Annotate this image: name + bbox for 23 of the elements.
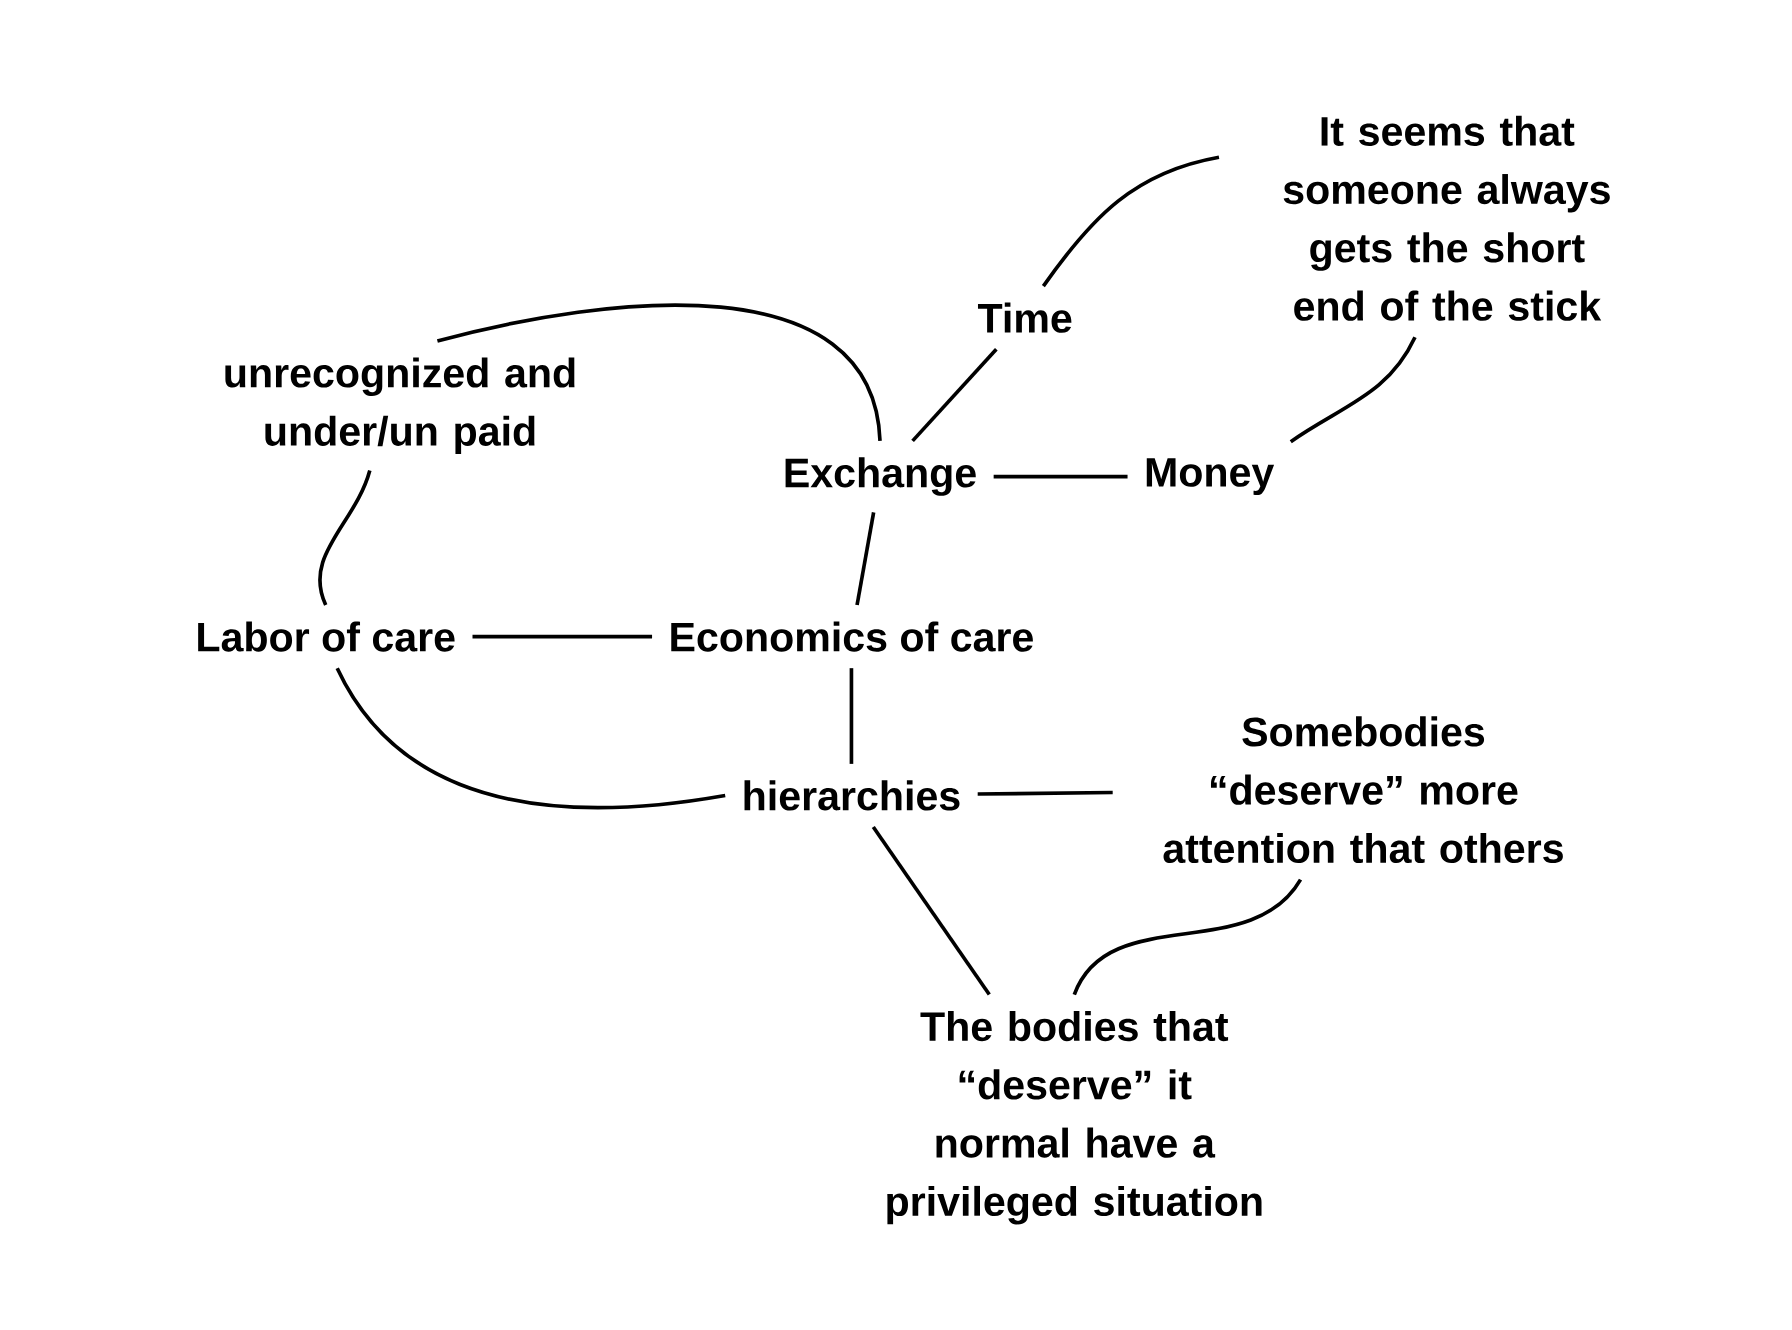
connector-curve [1072,878,1302,996]
connector-line [871,825,991,996]
connector-line [911,347,998,442]
concept-label: Exchange [785,457,976,496]
concept-label: Money [1146,458,1275,495]
concept-label: hierarchies [744,780,960,811]
concept-label: Labor of care [198,621,455,652]
connector-line [993,474,1128,479]
concept-label: Somebodies “deserve” more attention that others [1163,716,1563,863]
connector-curve [1041,155,1220,288]
concept-label: The bodies that “deserve” it normal have a privileged situation [887,1010,1262,1225]
concept-label: Economics of care [671,621,1033,652]
concept-label: It seems that someone always gets the short end of the stick [1283,115,1610,321]
connector-line [849,668,854,764]
concept-label: unrecognized and under/un paid [225,357,575,454]
connector-curve [335,667,726,810]
connector-line [472,634,653,639]
connector-curve [436,303,882,442]
connector-line [855,511,876,606]
connector-curve [318,469,372,606]
connector-line [977,790,1113,796]
connector-curve [1289,336,1417,444]
concept-label: Time [978,302,1072,333]
